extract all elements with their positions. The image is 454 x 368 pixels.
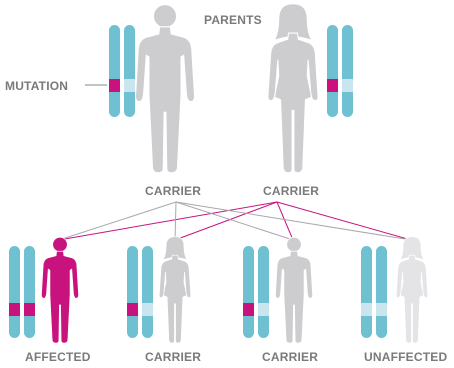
mutation-band [9,303,20,316]
parents-label: PARENTS [204,13,262,27]
mutation-label: MUTATION [5,79,68,93]
child-3-chromosome-2 [258,246,269,338]
father-chromosome-2 [124,25,135,117]
child-4-chromosome-1 [361,246,372,338]
child-status-label-carrier-female: CARRIER [145,350,201,364]
mother-status-label: CARRIER [263,184,319,198]
inheritance-line-father-child-1 [59,202,176,240]
child-4-chromosome-2 [376,246,387,338]
child-figure-unaffected [396,237,428,343]
child-2-chromosome-1 [127,246,138,338]
mutation-band [127,303,138,316]
child-1-chromosome-2 [24,246,35,338]
normal-band [124,79,135,92]
mutation-band [243,303,254,316]
inheritance-line-father-child-4 [176,202,411,240]
inheritance-lines [59,202,411,240]
child-status-label-unaffected: UNAFFECTED [364,350,447,364]
normal-band [376,303,387,316]
normal-band [361,303,372,316]
mother-chromosome-1 [327,25,338,117]
father-chromosome-1 [109,25,120,117]
child-3-chromosome-1 [243,246,254,338]
normal-band [142,303,153,316]
child-figure-affected [41,237,78,343]
father-figure [135,5,194,173]
child-2-chromosome-2 [142,246,153,338]
mutation-band [327,79,338,92]
child-figure-carrier-male [275,237,312,343]
normal-band [258,303,269,316]
child-status-label-carrier-male: CARRIER [262,350,318,364]
inheritance-line-mother-child-2 [175,202,277,240]
inheritance-line-father-child-2 [175,202,176,240]
mutation-band [109,79,120,92]
mother-chromosome-2 [342,25,353,117]
child-figure-carrier-female [159,237,191,343]
child-1-chromosome-1 [9,246,20,338]
normal-band [342,79,353,92]
father-status-label: CARRIER [145,184,201,198]
inheritance-line-mother-child-1 [59,202,277,240]
mother-figure [268,4,318,173]
inheritance-line-mother-child-4 [277,202,411,240]
mutation-band [24,303,35,316]
child-status-label-affected: AFFECTED [25,350,91,364]
inheritance-line-father-child-3 [176,202,293,240]
